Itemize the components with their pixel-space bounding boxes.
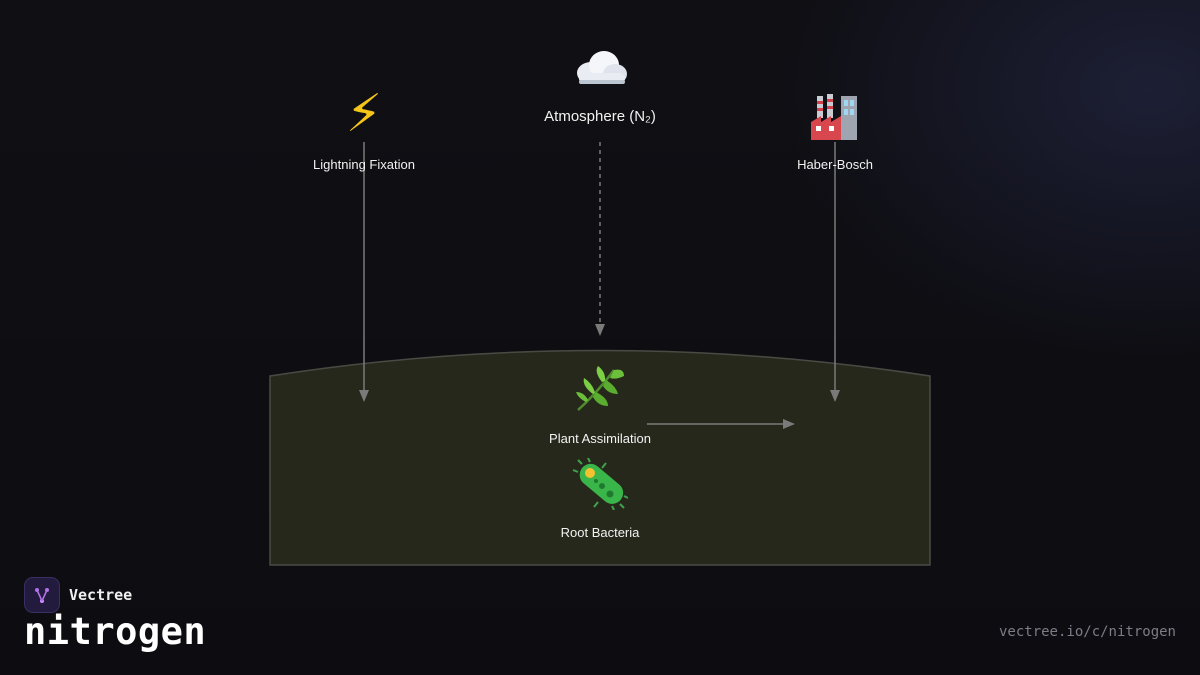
plant-assimilation-label: Plant Assimilation [549, 431, 651, 446]
brand: Vectree [24, 577, 132, 613]
leaf-icon [572, 364, 628, 414]
page-url[interactable]: vectree.io/c/nitrogen [998, 624, 1176, 640]
root-bacteria-label: Root Bacteria [560, 525, 640, 540]
vectree-logo-icon [24, 577, 60, 613]
page-title: nitrogen [24, 610, 207, 653]
lightning-icon: ⚡ [345, 85, 383, 143]
atmosphere-label: Atmosphere (N₂) [544, 108, 656, 125]
cloud-icon [571, 46, 629, 88]
haber-bosch-label: Haber-Bosch [797, 157, 873, 172]
brand-name: Vectree [69, 586, 133, 604]
bacteria-icon [572, 458, 628, 510]
factory-icon [807, 92, 863, 142]
soil-region [269, 349, 931, 566]
lightning-fixation-label: Lightning Fixation [313, 157, 415, 172]
